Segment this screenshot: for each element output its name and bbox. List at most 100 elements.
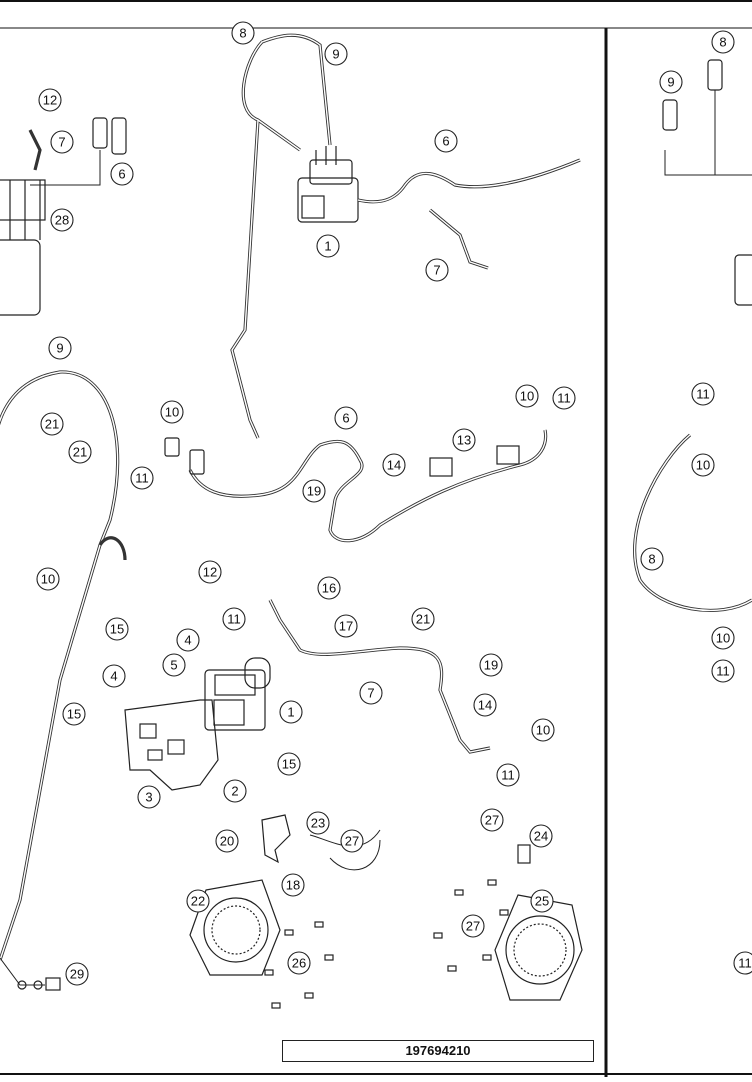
- callout-bubble: [317, 576, 341, 600]
- callout-bubble: [279, 700, 303, 724]
- callout-1: 1: [316, 234, 340, 258]
- callout-8: 8: [711, 30, 735, 54]
- callout-27: 27: [461, 914, 485, 938]
- callout-number: 12: [203, 565, 217, 580]
- brake-line-top-9: [230, 33, 581, 439]
- callout-12: 12: [198, 560, 222, 584]
- callout-21: 21: [68, 440, 92, 464]
- callout-19: 19: [479, 653, 503, 677]
- callout-number: 11: [738, 956, 752, 971]
- callout-bubble: [231, 21, 255, 45]
- callout-number: 10: [536, 723, 550, 738]
- callout-number: 20: [220, 834, 234, 849]
- callout-bubble: [733, 951, 752, 975]
- callout-bubble: [50, 208, 74, 232]
- callout-number: 11: [227, 612, 241, 627]
- callout-bubble: [411, 607, 435, 631]
- callout-21: 21: [411, 607, 435, 631]
- callout-number: 15: [67, 707, 81, 722]
- callout-bubble: [479, 653, 503, 677]
- callout-28: 28: [50, 208, 74, 232]
- callout-10: 10: [691, 453, 715, 477]
- callout-10: 10: [36, 567, 60, 591]
- callout-number: 14: [478, 698, 492, 713]
- abs-unit-left-partial: [0, 117, 127, 316]
- callout-25: 25: [530, 889, 554, 913]
- callout-number: 7: [367, 686, 374, 701]
- callout-12: 12: [38, 88, 62, 112]
- callout-8: 8: [231, 21, 255, 45]
- callout-number: 11: [557, 391, 571, 406]
- callout-bubble: [324, 42, 348, 66]
- callout-29: 29: [65, 962, 89, 986]
- callout-bubble: [552, 386, 576, 410]
- callout-10: 10: [531, 718, 555, 742]
- callout-number: 16: [322, 581, 336, 596]
- callout-bubble: [640, 547, 664, 571]
- callout-number: 22: [191, 894, 205, 909]
- callout-7: 7: [425, 258, 449, 282]
- callout-number: 27: [485, 813, 499, 828]
- callout-bubble: [110, 162, 134, 186]
- callout-bubble: [473, 693, 497, 717]
- brake-line-bottom-7: [268, 599, 491, 754]
- callout-number: 18: [286, 878, 300, 893]
- callout-1: 1: [279, 700, 303, 724]
- callout-bubble: [480, 808, 504, 832]
- callout-3: 3: [137, 785, 161, 809]
- callout-6: 6: [110, 162, 134, 186]
- callout-bubble: [461, 914, 485, 938]
- callout-7: 7: [359, 681, 383, 705]
- callout-22: 22: [186, 889, 210, 913]
- callout-bubble: [529, 824, 553, 848]
- callout-bubble: [340, 829, 364, 853]
- callout-number: 6: [342, 411, 349, 426]
- abs-unit-bottom: [204, 657, 271, 731]
- callout-4: 4: [102, 664, 126, 688]
- callout-bubble: [711, 30, 735, 54]
- callout-number: 11: [716, 664, 730, 679]
- callout-bubble: [68, 440, 92, 464]
- callout-bubble: [530, 889, 554, 913]
- abs-unit-top: [297, 146, 359, 223]
- callout-10: 10: [711, 626, 735, 650]
- callout-15: 15: [62, 702, 86, 726]
- callout-bubble: [531, 718, 555, 742]
- callout-bubble: [38, 88, 62, 112]
- callout-number: 19: [307, 484, 321, 499]
- callout-15: 15: [105, 617, 129, 641]
- callout-bubble: [102, 664, 126, 688]
- callout-bubble: [62, 702, 86, 726]
- callout-number: 9: [667, 75, 674, 90]
- callout-number: 3: [145, 790, 152, 805]
- callout-number: 6: [118, 167, 125, 182]
- callout-bubble: [65, 962, 89, 986]
- callout-number: 1: [287, 705, 294, 720]
- callout-bubble: [515, 384, 539, 408]
- callout-bubble: [659, 70, 683, 94]
- callout-4: 4: [176, 628, 200, 652]
- mounting-bracket: [124, 699, 219, 791]
- callout-bubble: [48, 336, 72, 360]
- callout-9: 9: [659, 70, 683, 94]
- callout-number: 2: [231, 784, 238, 799]
- callout-number: 13: [457, 433, 471, 448]
- callout-bubble: [711, 659, 735, 683]
- callout-number: 21: [73, 445, 87, 460]
- callout-15: 15: [277, 752, 301, 776]
- callout-bubble: [382, 453, 406, 477]
- callout-number: 8: [239, 26, 246, 41]
- right-panel-partial: [633, 59, 752, 612]
- callout-bubble: [334, 614, 358, 638]
- callout-24: 24: [529, 824, 553, 848]
- callout-number: 10: [716, 631, 730, 646]
- callout-13: 13: [452, 428, 476, 452]
- callout-bubble: [287, 951, 311, 975]
- callout-bubble: [36, 567, 60, 591]
- callout-27: 27: [480, 808, 504, 832]
- callout-number: 4: [184, 633, 191, 648]
- callout-number: 21: [45, 417, 59, 432]
- callout-14: 14: [473, 693, 497, 717]
- callout-number: 5: [170, 658, 177, 673]
